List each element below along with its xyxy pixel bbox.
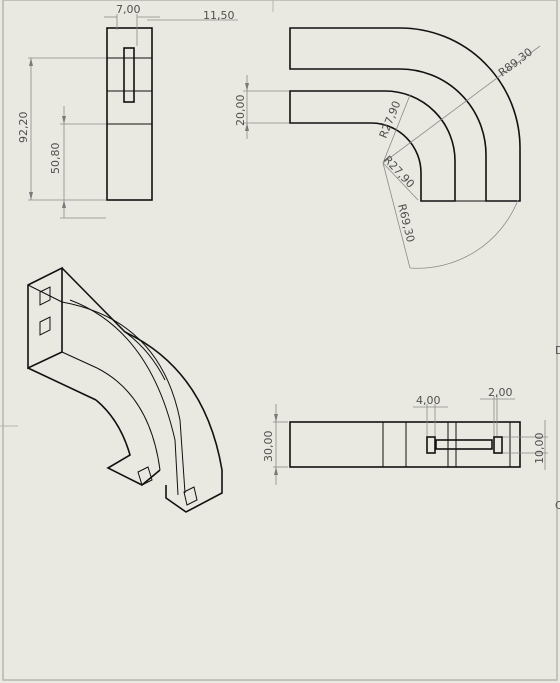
dim-height-30: 30,00 [262,431,275,463]
dim-offset-11-5: 11,50 [203,9,235,22]
dim-slot-4: 4,00 [416,394,441,407]
front-view: 7,00 11,50 92,20 50,80 [17,3,238,219]
margin-mark-d: D [555,344,560,357]
dim-height-92-2: 92,20 [17,112,30,144]
dim-right-10: 10,00 [533,433,546,465]
margin-mark-c: C [555,499,560,512]
dim-width-7: 7,00 [116,3,141,16]
bottom-view: 30,00 4,00 2,00 10,00 [262,386,548,485]
dim-slot-2: 2,00 [488,386,513,399]
dim-height-20: 20,00 [234,95,247,127]
isometric-view [27,266,223,513]
dim-height-50-8: 50,80 [49,143,62,175]
